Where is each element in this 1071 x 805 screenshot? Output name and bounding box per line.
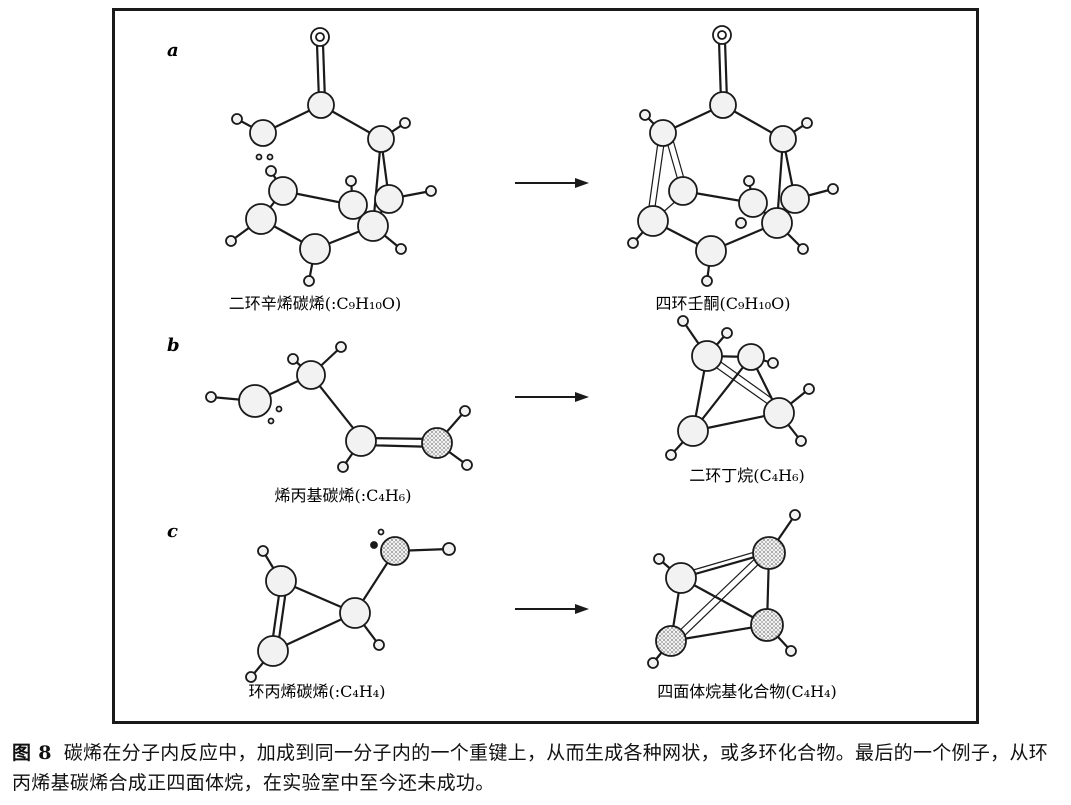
arrow-c: [515, 604, 589, 614]
atoms-c-left: [245, 528, 456, 683]
atoms-b-right: [665, 315, 815, 461]
molecular-diagram: a b c 二环: [167, 25, 839, 701]
label-c-left: 环丙烯碳烯(:C₄H₄): [249, 682, 386, 701]
figure-frame: a b c 二环: [112, 8, 979, 724]
arrow-b: [515, 392, 589, 402]
label-a-right: 四环壬酮(C₉H₁₀O): [655, 294, 790, 313]
atoms-c-right: [647, 509, 801, 669]
strained-bonds-c-right: [674, 548, 768, 641]
caption-figure-number: 图 8: [12, 742, 52, 764]
label-a-left: 二环辛烯碳烯(:C₉H₁₀O): [229, 294, 401, 313]
atoms-b-left: [205, 341, 473, 473]
panel-letter-c: c: [167, 521, 178, 542]
panel-letter-a: a: [167, 40, 179, 61]
arrow-a: [515, 178, 589, 188]
strained-bonds-b-right: [706, 354, 782, 410]
label-b-right: 二环丁烷(C₄H₆): [689, 466, 805, 485]
atoms-a-right: [627, 25, 839, 287]
label-c-right: 四面体烷基化合物(C₄H₄): [657, 682, 837, 701]
panel-letter-b: b: [167, 335, 180, 356]
atoms-a-left: [225, 27, 437, 287]
caption-text: 碳烯在分子内反应中，加成到同一分子内的一个重键上，从而生成各种网状，或多环化合物…: [12, 742, 1049, 794]
label-b-left: 烯丙基碳烯(:C₄H₆): [275, 486, 412, 505]
